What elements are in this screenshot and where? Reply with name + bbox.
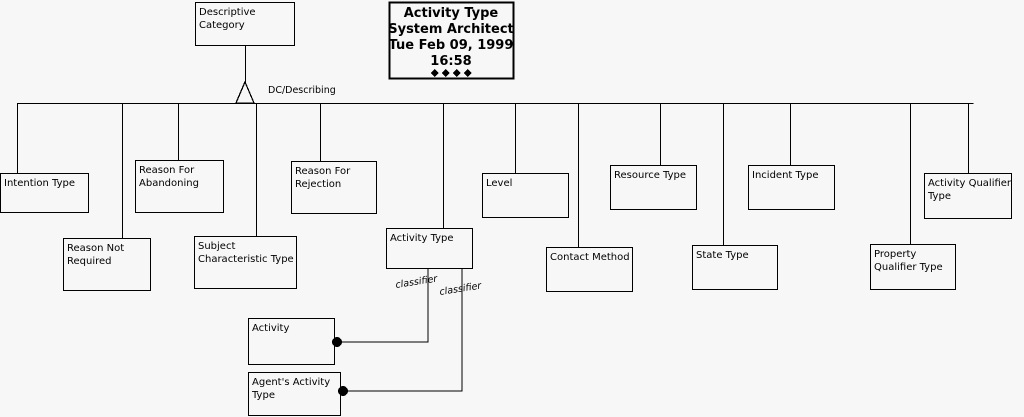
association-role-label-classifier-agents-activity-type: classifier <box>439 280 483 298</box>
class-box-outline-resource-type <box>609 164 698 211</box>
class-box-outline-activity-type-class <box>385 227 474 270</box>
title-block-diamond-marker-icon <box>430 69 439 77</box>
class-box-outline-agents-activity-type <box>247 371 342 417</box>
title-block-outline <box>388 1 515 80</box>
class-box-outline-activity <box>247 317 336 366</box>
title-block-diamond-marker-icon <box>452 69 461 77</box>
class-box-activity-type-class[interactable]: Activity Type <box>385 227 474 270</box>
class-box-intention-type[interactable]: Intention Type <box>0 172 90 214</box>
class-box-label-descriptive-category: Category <box>199 20 245 31</box>
class-box-label-activity-type-class: Activity Type <box>390 233 454 244</box>
title-block-line-4: 16:58 <box>430 54 471 69</box>
title-block-line-2: System Architect <box>388 22 514 37</box>
class-box-outline-descriptive-category <box>194 1 296 47</box>
class-box-label-activity-qualifier-type: Type <box>927 191 951 202</box>
association-line-classifier-activity <box>340 268 429 343</box>
class-box-label-descriptive-category: Descriptive <box>199 7 256 18</box>
generalization-triangle-icon <box>235 80 255 104</box>
class-box-label-subject-characteristic-type: Subject <box>198 241 235 252</box>
class-box-label-intention-type: Intention Type <box>4 178 75 189</box>
class-box-outline-level <box>481 172 570 219</box>
class-box-label-reason-for-abandoning: Abandoning <box>139 178 199 189</box>
class-box-outline-reason-not-required <box>62 237 152 292</box>
class-box-label-reason-for-rejection: Rejection <box>295 179 341 190</box>
class-box-label-incident-type: Incident Type <box>752 170 818 181</box>
class-box-state-type[interactable]: State Type <box>691 244 779 291</box>
class-box-incident-type[interactable]: Incident Type <box>747 164 836 211</box>
class-box-outline-incident-type <box>747 164 836 211</box>
class-box-label-reason-not-required: Reason Not <box>67 243 124 254</box>
title-block-line-1: Activity Type <box>404 6 499 21</box>
class-box-level[interactable]: Level <box>481 172 570 219</box>
title-block-diamond-marker-icon <box>441 69 450 77</box>
class-box-label-activity: Activity <box>252 323 289 334</box>
title-block-diamond-marker-icon <box>463 69 472 77</box>
class-box-outline-reason-for-abandoning <box>134 159 225 214</box>
class-box-label-agents-activity-type: Agent's Activity <box>252 377 330 388</box>
class-box-contact-method[interactable]: Contact Method <box>545 246 634 293</box>
class-box-label-contact-method: Contact Method <box>550 252 630 263</box>
class-box-outline-intention-type <box>0 172 90 214</box>
association-endpoint-dot-icon <box>338 386 348 396</box>
association-line-classifier-agents-activity-type <box>346 268 463 392</box>
association-role-label-classifier-activity: classifier <box>395 273 439 291</box>
class-box-label-level: Level <box>486 178 512 189</box>
class-box-outline-subject-characteristic-type <box>193 235 298 290</box>
class-box-label-agents-activity-type: Type <box>251 390 275 401</box>
class-box-label-property-qualifier-type: Property <box>874 249 916 260</box>
connector-layer: DC/Describing <box>16 45 974 247</box>
class-box-label-reason-for-abandoning: Reason For <box>139 165 195 176</box>
class-box-label-property-qualifier-type: Qualifier Type <box>874 262 943 273</box>
class-box-outline-property-qualifier-type <box>869 243 957 291</box>
class-box-label-activity-qualifier-type: Activity Qualifier <box>928 178 1012 189</box>
class-box-label-subject-characteristic-type: Characteristic Type <box>198 254 294 265</box>
association-endpoint-dot-icon <box>332 337 342 347</box>
class-box-label-state-type: State Type <box>696 250 749 261</box>
class-box-outline-state-type <box>691 244 779 291</box>
class-box-label-reason-for-rejection: Reason For <box>295 166 351 177</box>
title-block-line-3: Tue Feb 09, 1999 <box>389 38 514 53</box>
association-classifier-activity[interactable]: classifier <box>332 268 440 347</box>
class-box-outline-reason-for-rejection <box>290 160 378 215</box>
class-box-outline-contact-method <box>545 246 634 293</box>
class-box-activity[interactable]: Activity <box>247 317 336 366</box>
generalization-label: DC/Describing <box>268 85 336 96</box>
class-box-label-reason-not-required: Required <box>67 256 112 267</box>
class-box-label-resource-type: Resource Type <box>614 170 686 181</box>
class-box-resource-type[interactable]: Resource Type <box>609 164 698 211</box>
class-box-outline-activity-qualifier-type <box>923 172 1013 220</box>
